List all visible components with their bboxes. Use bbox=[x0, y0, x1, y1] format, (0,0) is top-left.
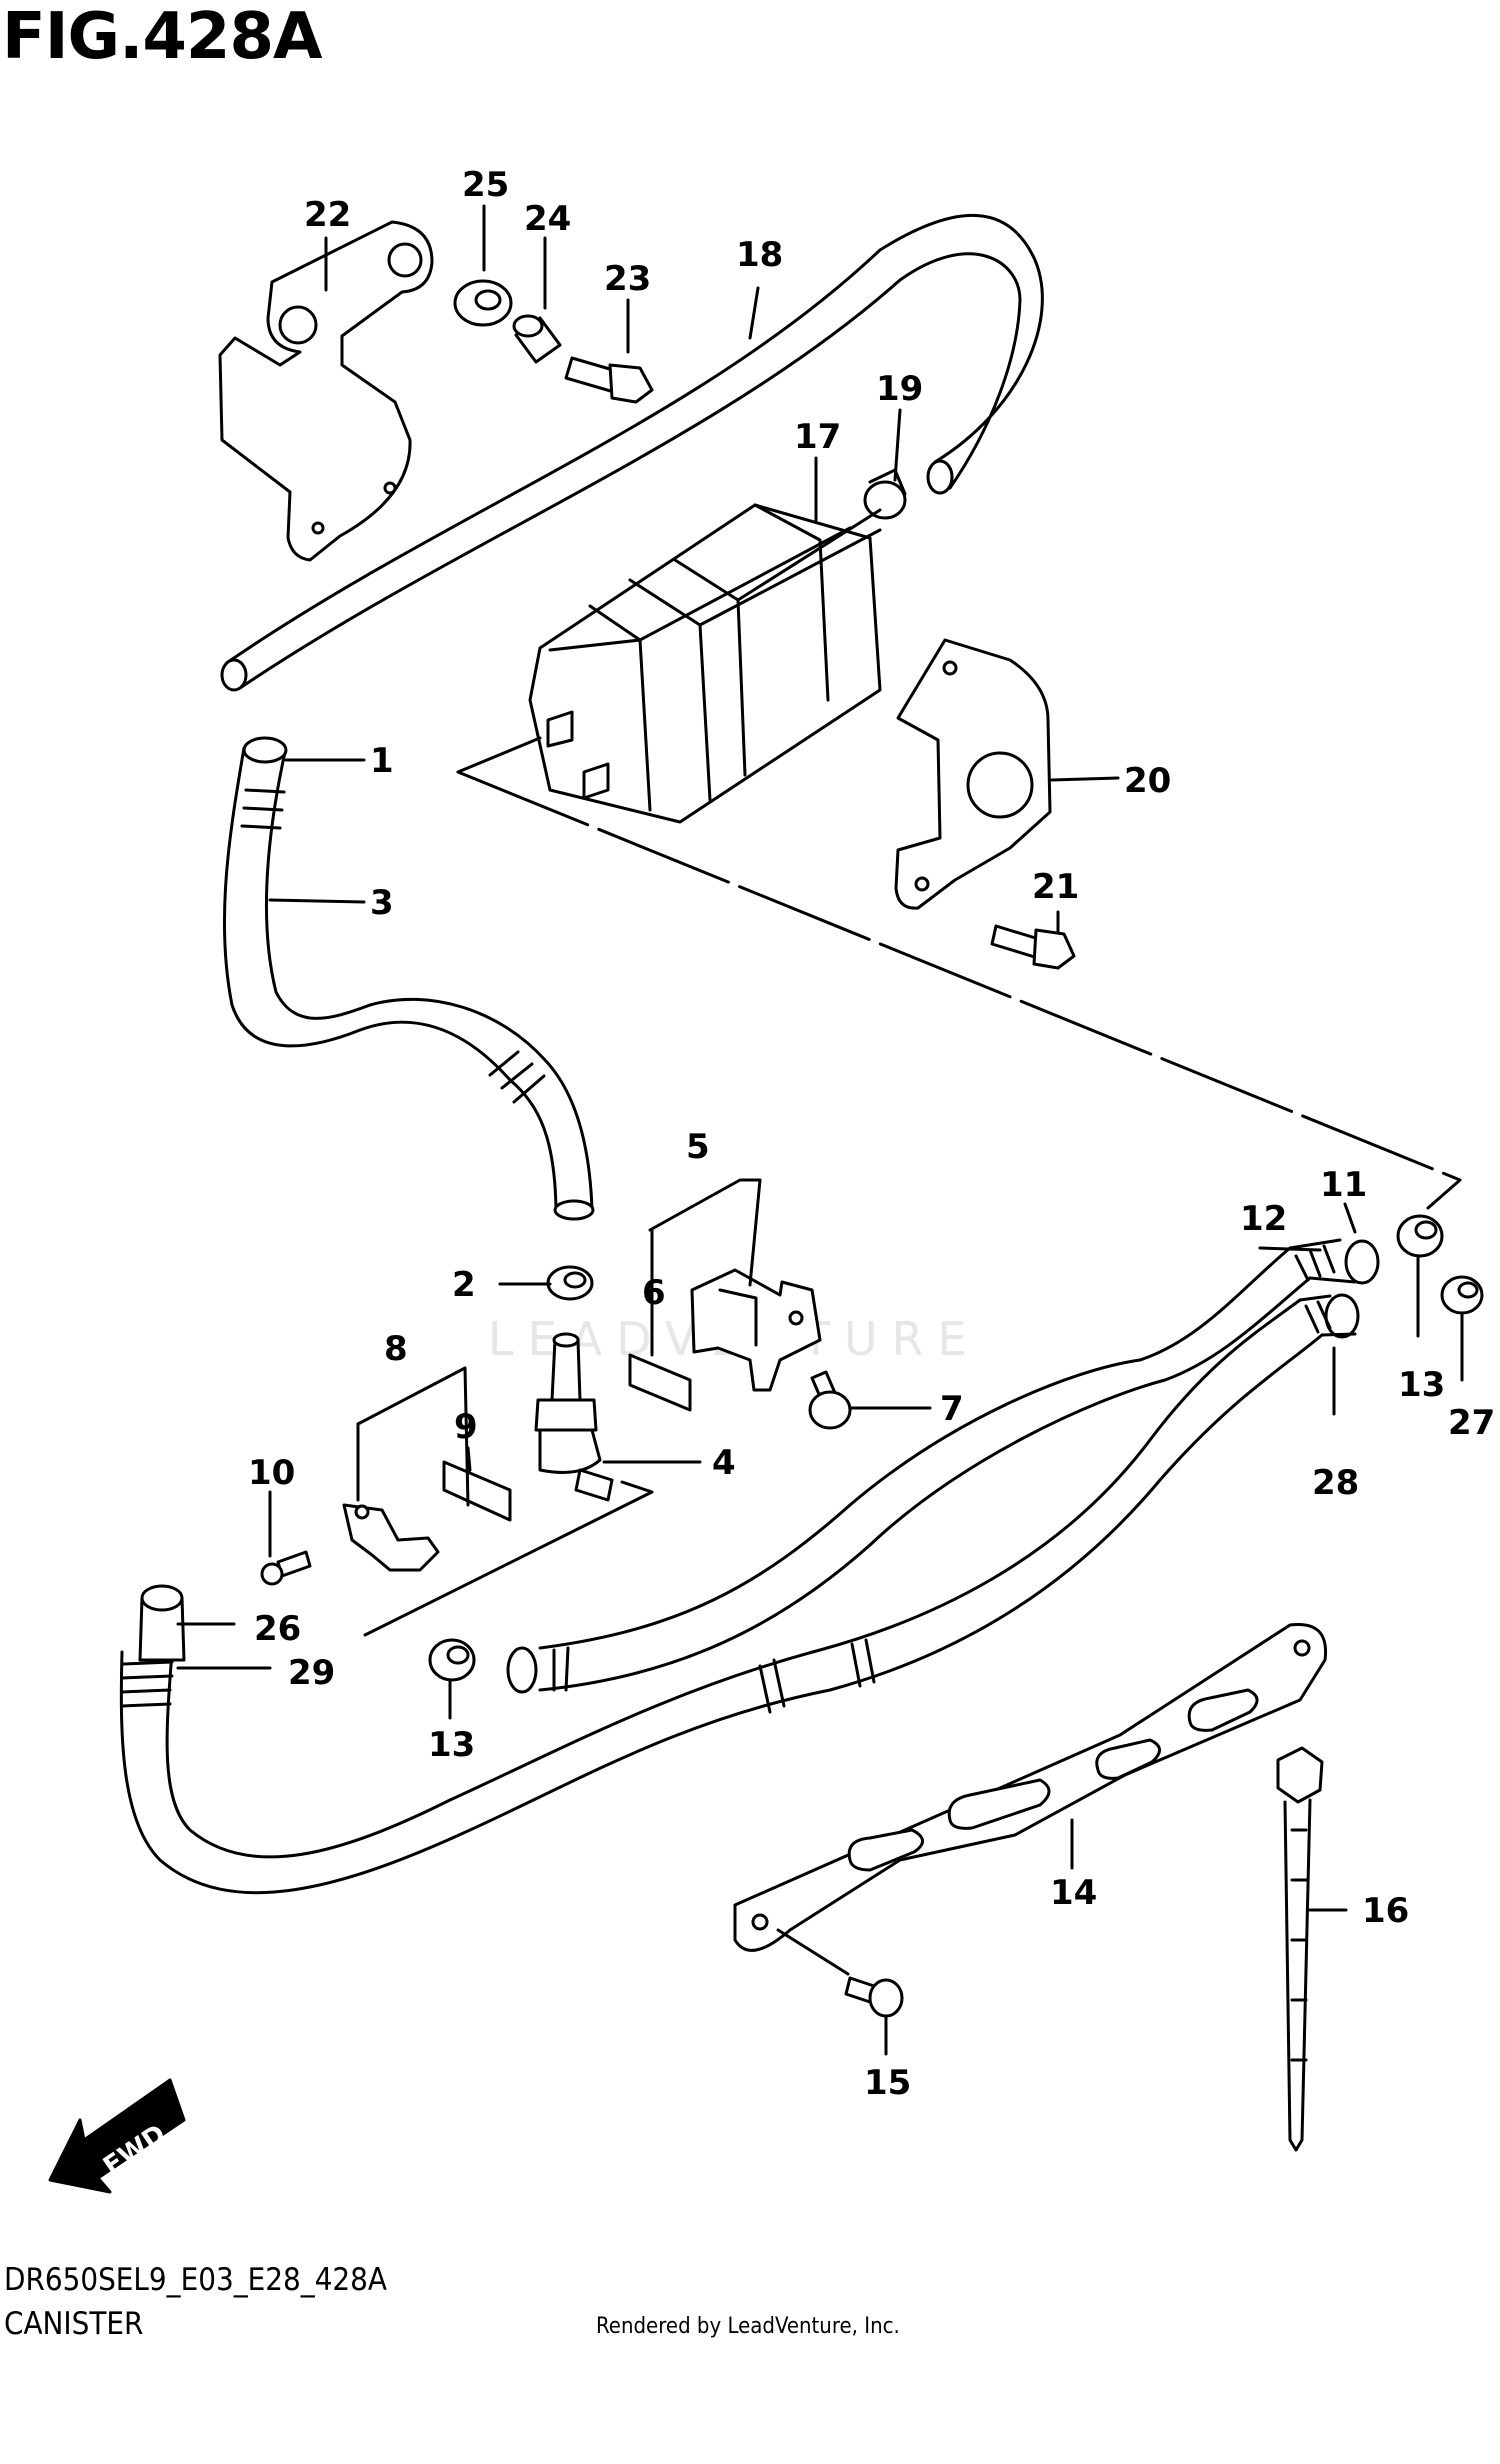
part-10-screw bbox=[260, 1550, 312, 1586]
part-8-clamp bbox=[342, 1503, 440, 1572]
reference-line-left bbox=[363, 1480, 654, 1637]
callout-10: 10 bbox=[248, 1453, 295, 1493]
part-27-clamp bbox=[1440, 1275, 1484, 1315]
callout-26: 26 bbox=[254, 1609, 301, 1649]
callout-8: 8 bbox=[384, 1329, 408, 1369]
callout-18: 18 bbox=[736, 235, 783, 275]
part-2-clamp bbox=[546, 1265, 594, 1301]
part-3-hose bbox=[222, 736, 595, 1221]
callout-2: 2 bbox=[452, 1265, 476, 1305]
part-26-hose-end bbox=[120, 1584, 186, 1708]
callout-24: 24 bbox=[524, 199, 571, 239]
callout-7: 7 bbox=[940, 1389, 964, 1429]
part-12-hose bbox=[506, 1238, 1380, 1694]
part-16-cable-tie bbox=[1276, 1746, 1324, 2152]
part-21-bolt bbox=[990, 924, 1076, 970]
callout-4: 4 bbox=[712, 1443, 736, 1483]
part-13-clamp-lower bbox=[428, 1638, 476, 1682]
callout-21: 21 bbox=[1032, 867, 1079, 907]
callout-11: 11 bbox=[1320, 1165, 1367, 1205]
section-name: CANISTER bbox=[4, 2306, 144, 2342]
part-22-bracket bbox=[218, 220, 434, 562]
callout-3: 3 bbox=[370, 883, 394, 923]
callout-16: 16 bbox=[1362, 1891, 1409, 1931]
part-18-hose bbox=[220, 213, 1044, 692]
leader-canister-ref bbox=[456, 736, 542, 774]
callout-17: 17 bbox=[794, 417, 841, 457]
part-25-grommet bbox=[453, 279, 513, 327]
leader-lines bbox=[176, 204, 1464, 2056]
part-7-screw bbox=[808, 1370, 852, 1430]
callout-29: 29 bbox=[288, 1653, 335, 1693]
callout-13-right: 13 bbox=[1398, 1365, 1445, 1405]
part-5-bracket bbox=[690, 1268, 822, 1392]
part-13-clamp-upper bbox=[1396, 1214, 1444, 1258]
callout-28: 28 bbox=[1312, 1463, 1359, 1503]
part-24-spacer bbox=[512, 314, 562, 364]
model-code: DR650SEL9_E03_E28_428A bbox=[4, 2262, 387, 2298]
part-9-pad bbox=[442, 1460, 512, 1522]
part-19-clamp bbox=[863, 468, 907, 520]
callout-12: 12 bbox=[1240, 1199, 1287, 1239]
figure-title: FIG.428A bbox=[2, 0, 322, 74]
callout-22: 22 bbox=[304, 195, 351, 235]
callout-5: 5 bbox=[686, 1127, 710, 1167]
part-29-hose bbox=[119, 1293, 1360, 1895]
part-15-screw bbox=[844, 1976, 904, 2018]
callout-27: 27 bbox=[1448, 1403, 1495, 1443]
callout-9: 9 bbox=[454, 1407, 478, 1447]
callout-25: 25 bbox=[462, 165, 509, 205]
callout-15: 15 bbox=[864, 2063, 911, 2103]
part-23-bolt bbox=[564, 356, 654, 404]
callout-labels: 22 25 24 23 18 19 17 20 21 1 3 5 2 6 7 4… bbox=[248, 165, 1495, 2103]
part-17-canister bbox=[528, 503, 882, 824]
part-4-valve bbox=[534, 1332, 614, 1502]
callout-6: 6 bbox=[642, 1273, 666, 1313]
callout-13-left: 13 bbox=[428, 1725, 475, 1765]
callout-14: 14 bbox=[1050, 1873, 1097, 1913]
callout-19: 19 bbox=[876, 369, 923, 409]
part-6-pad bbox=[628, 1353, 692, 1412]
rendered-by: Rendered by LeadVenture, Inc. bbox=[596, 2314, 900, 2339]
part-20-bracket bbox=[894, 638, 1052, 910]
callout-1: 1 bbox=[370, 741, 394, 781]
reference-line-right bbox=[456, 770, 1462, 1210]
callout-20: 20 bbox=[1124, 761, 1171, 801]
fwd-arrow: FWD bbox=[48, 2078, 186, 2194]
part-14-plate bbox=[733, 1622, 1328, 1952]
callout-23: 23 bbox=[604, 259, 651, 299]
